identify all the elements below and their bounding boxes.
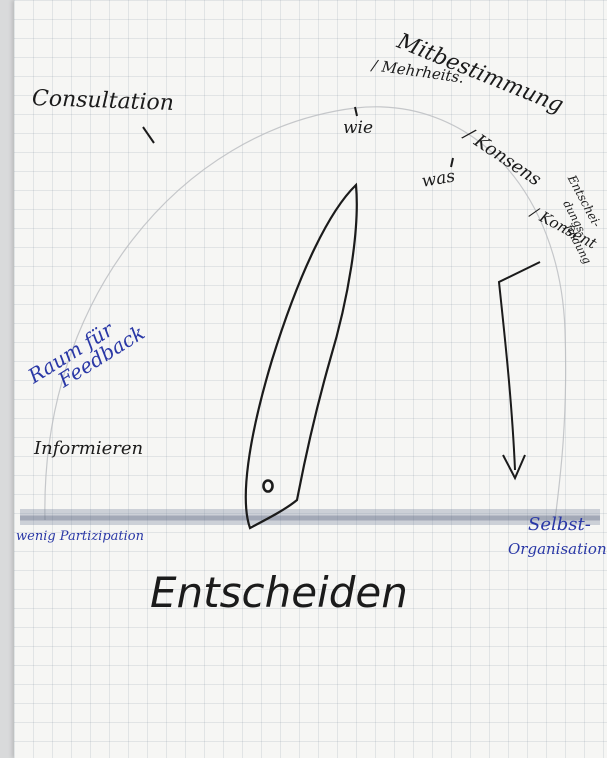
label-wenig-partizipation: wenig Partizipation [16, 529, 144, 544]
label-wie: wie [343, 118, 374, 138]
tick-consultation [142, 126, 155, 144]
tick-was [450, 157, 454, 168]
label-consultation: Consultation [31, 86, 175, 116]
gauge-needle-icon [244, 182, 358, 530]
label-informieren: Informieren [34, 438, 144, 459]
scale-arc [44, 106, 567, 521]
curved-arrow-icon [497, 261, 541, 481]
diagram-title: Entscheiden [150, 568, 408, 617]
tick-wie [354, 106, 358, 117]
label-selbst: Selbst- [528, 514, 591, 535]
label-organisation: Organisation [508, 540, 607, 558]
